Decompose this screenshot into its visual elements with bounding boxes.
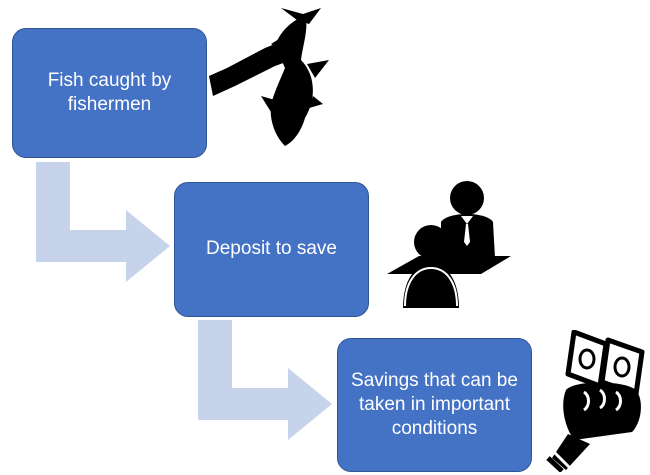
fish-hand-icon [209, 8, 329, 146]
step-box-savings: Savings that can be taken in important c… [337, 338, 532, 472]
meeting-people-icon [387, 181, 511, 308]
step-label-deposit: Deposit to save [206, 238, 337, 260]
step-label-fish-caught: Fish caught by fishermen [47, 69, 172, 115]
connector-arrow-1 [36, 162, 170, 282]
connector-arrow-2 [198, 320, 332, 440]
step-box-fish-caught: Fish caught by fishermen [12, 28, 207, 158]
hand-money-icon [546, 330, 645, 472]
step-label-savings: Savings that can be taken in important c… [351, 369, 518, 440]
step-box-deposit: Deposit to save [174, 182, 369, 317]
